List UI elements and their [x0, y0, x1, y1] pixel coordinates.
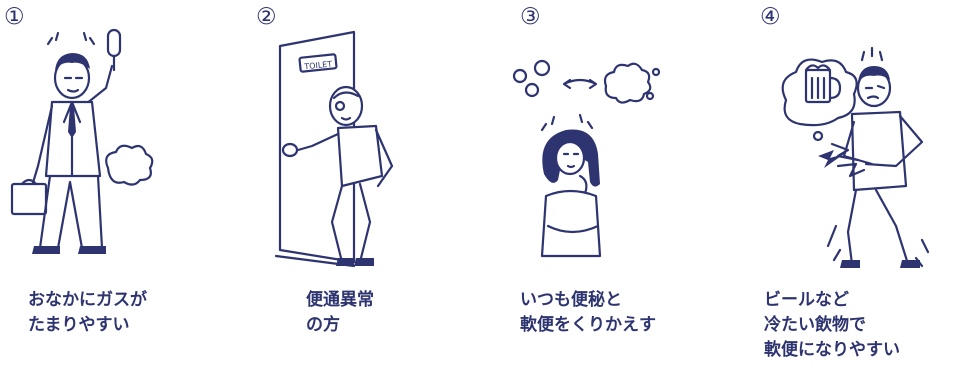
caption-line: 便通異常: [306, 290, 374, 310]
door-sign-text: TOILET: [303, 60, 333, 72]
caption-line: いつも便秘と: [520, 290, 622, 310]
panel-number-4: ④: [760, 4, 781, 30]
panel-caption-2: 便通異常 の方: [306, 288, 374, 338]
caption-line: 冷たい飲物で: [764, 315, 866, 335]
man-at-toilet-door-icon: TOILET: [274, 30, 394, 268]
panel-3: ③ いつも便秘と 軟便をくりかえす: [484, 0, 726, 372]
panel-1: ① おなかにガスが たまりやすい: [0, 0, 242, 372]
panel-4: ④ ビールなど 冷たい飲物で 軟便になりやすい: [726, 0, 968, 372]
panel-2: ② TOILET 便通異常 の方: [242, 0, 484, 372]
panel-number-3: ③: [520, 4, 541, 30]
caption-line: 軟便をくりかえす: [520, 315, 656, 335]
caption-line: おなかにガスが: [28, 290, 147, 310]
panel-caption-1: おなかにガスが たまりやすい: [28, 288, 147, 338]
caption-line: ビールなど: [764, 290, 849, 310]
panel-caption-4: ビールなど 冷たい飲物で 軟便になりやすい: [764, 288, 900, 363]
caption-line: たまりやすい: [28, 315, 130, 335]
man-stomach-pain-beer-icon: [781, 46, 930, 268]
panel-caption-3: いつも便秘と 軟便をくりかえす: [520, 288, 656, 338]
man-with-gas-icon: [10, 28, 154, 254]
woman-worried-icon: [512, 59, 661, 258]
panel-number-1: ①: [4, 4, 25, 30]
caption-line: 軟便になりやすい: [764, 340, 900, 360]
caption-line: の方: [306, 315, 340, 335]
panel-number-2: ②: [256, 4, 277, 30]
